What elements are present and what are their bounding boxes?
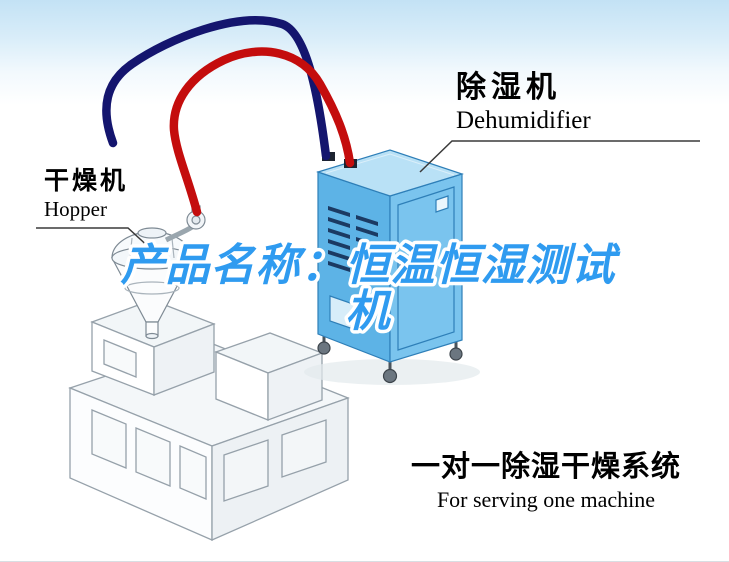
product-title-line1: 产品名称：恒温恒湿测试: [121, 241, 622, 290]
extruder-illustration: [68, 299, 350, 541]
system-caption: 一对一除湿干燥系统 For serving one machine: [398, 452, 694, 513]
hopper-label-en: Hopper: [44, 197, 107, 222]
dehumidifier-label-en: Dehumidifier: [456, 106, 591, 134]
leader-line-dehumidifier: [419, 140, 700, 173]
system-caption-en: For serving one machine: [436, 487, 656, 513]
dehumidifier-vents: [328, 206, 378, 281]
dehumidifier-illustration: [304, 149, 480, 385]
hopper-label: 干燥机 Hopper: [44, 168, 184, 222]
leader-line-hopper: [36, 227, 153, 251]
pipe-red: [169, 47, 355, 217]
pipe-navy: [102, 16, 331, 161]
hopper-illustration: [111, 205, 206, 340]
dehumidifier-label-cn: 除湿机: [456, 71, 561, 104]
hopper-label-cn: 干燥机: [44, 167, 129, 195]
product-title-line2: 机: [346, 287, 393, 336]
dehumidifier-label: 除湿机 Dehumidifier: [456, 72, 706, 135]
system-caption-cn: 一对一除湿干燥系统: [410, 451, 681, 483]
